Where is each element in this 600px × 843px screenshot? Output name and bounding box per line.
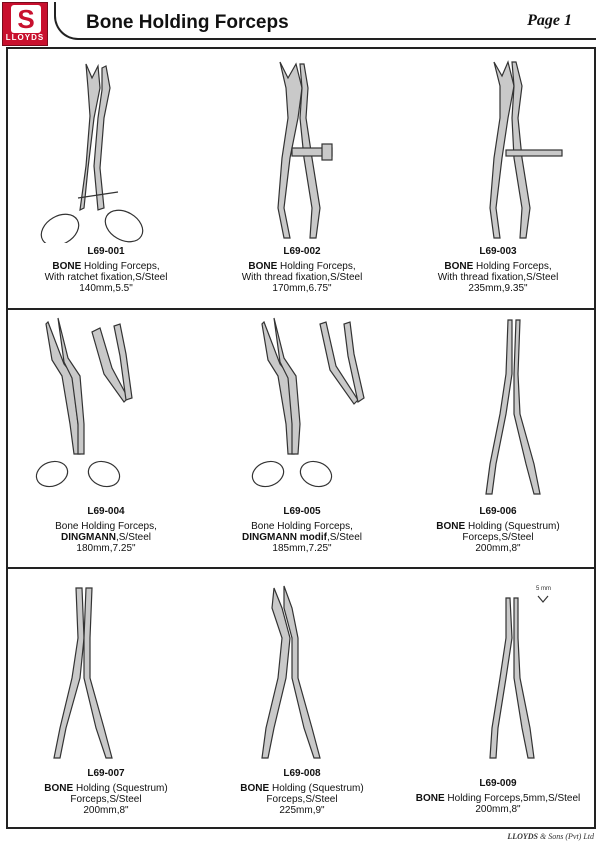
product-size: 200mm,8" [475,543,521,554]
lloyds-logo: S LLOYDS [2,2,48,46]
product-size: 180mm,7.25" [76,543,136,554]
product-caption: L69-003 BONE Holding Forceps, With threa… [400,246,596,294]
caption-line-1: Holding Forceps, [473,261,552,272]
caption-line-2: Forceps,S/Steel [462,532,534,543]
caption-bold: BONE [248,261,278,272]
page-title: Bone Holding Forceps [86,12,289,33]
product-size: 140mm,5.5" [79,283,133,294]
product-size: 200mm,8" [475,804,521,815]
caption-line-1: Holding Forceps, [81,261,160,272]
product-code: L69-005 [283,506,321,517]
page-header: S LLOYDS Bone Holding Forceps Page 1 [0,0,600,48]
caption-bold: BONE [240,783,270,794]
caption-line-2: With ratchet fixation,S/Steel [44,272,168,283]
caption-line-1: Holding Forceps, [277,261,356,272]
product-size: 170mm,6.75" [272,283,332,294]
row-divider [6,308,596,310]
footer-text: & Sons (Pvt) Ltd [538,832,594,841]
caption-line-1: Holding (Squestrum) [465,521,560,532]
page-footer: LLOYDS & Sons (Pvt) Ltd [507,832,594,841]
product-code: L69-007 [87,768,125,779]
thread-forceps-long-image [489,60,563,239]
product-code: L69-009 [479,778,517,789]
product-code: L69-004 [87,506,125,517]
product-code: L69-002 [283,246,321,257]
caption-bold: DINGMANN modif [241,532,327,543]
sequestrum-forceps-image [485,319,541,495]
caption-line-1: Bone Holding Forceps, [251,521,353,532]
product-caption: L69-006 BONE Holding (Squestrum) Forceps… [400,506,596,554]
product-code: L69-003 [479,246,517,257]
product-caption: L69-004 Bone Holding Forceps, DINGMANN,S… [8,506,204,554]
caption-bold: BONE [444,261,474,272]
curved-sequestrum-forceps-image [261,585,321,759]
product-code: L69-008 [283,768,321,779]
header-tab-border [54,2,596,40]
dingmann-modif-forceps-image [251,317,365,488]
product-size: 235mm,9.35" [468,283,528,294]
page-number: Page 1 [527,12,572,29]
ratchet-forceps-image [40,63,144,243]
catalog-frame [6,47,596,829]
logo-letter: S [11,5,41,33]
product-caption: L69-001 BONE Holding Forceps, With ratch… [8,246,204,294]
product-size: 200mm,8" [83,805,129,816]
caption-line-1: Bone Holding Forceps, [55,521,157,532]
product-caption: L69-009 BONE Holding Forceps,5mm,S/Steel… [400,778,596,815]
product-code: L69-006 [479,506,517,517]
caption-line-1: Holding (Squestrum) [73,783,168,794]
caption-line-2: Forceps,S/Steel [70,794,142,805]
caption-line-2: ,S/Steel [326,532,363,543]
thread-forceps-image [277,61,333,239]
caption-line-2: Forceps,S/Steel [266,794,338,805]
slim-bone-forceps-image: 5 mm [489,586,551,759]
dingmann-forceps-image [35,317,133,488]
detail-label: 5 mm [536,586,551,592]
footer-brand: LLOYDS [507,832,538,841]
caption-line-1: Holding Forceps,5mm,S/Steel [444,793,581,804]
product-caption: L69-007 BONE Holding (Squestrum) Forceps… [8,768,204,816]
product-size: 185mm,7.25" [272,543,332,554]
product-caption: L69-008 BONE Holding (Squestrum) Forceps… [204,768,400,816]
caption-bold: BONE [415,793,445,804]
caption-bold: BONE [436,521,466,532]
caption-bold: BONE [44,783,74,794]
caption-line-2: With thread fixation,S/Steel [241,272,363,283]
caption-line-2: ,S/Steel [115,532,152,543]
product-caption: L69-005 Bone Holding Forceps, DINGMANN m… [204,506,400,554]
caption-line-1: Holding (Squestrum) [269,783,364,794]
product-size: 225mm,9" [279,805,325,816]
row-divider [6,567,596,569]
logo-word: LLOYDS [5,33,45,42]
caption-bold: BONE [52,261,82,272]
caption-bold: DINGMANN [60,532,116,543]
product-code: L69-001 [87,246,125,257]
product-caption: L69-002 BONE Holding Forceps, With threa… [204,246,400,294]
sequestrum-forceps-image [53,587,113,759]
caption-line-2: With thread fixation,S/Steel [437,272,559,283]
